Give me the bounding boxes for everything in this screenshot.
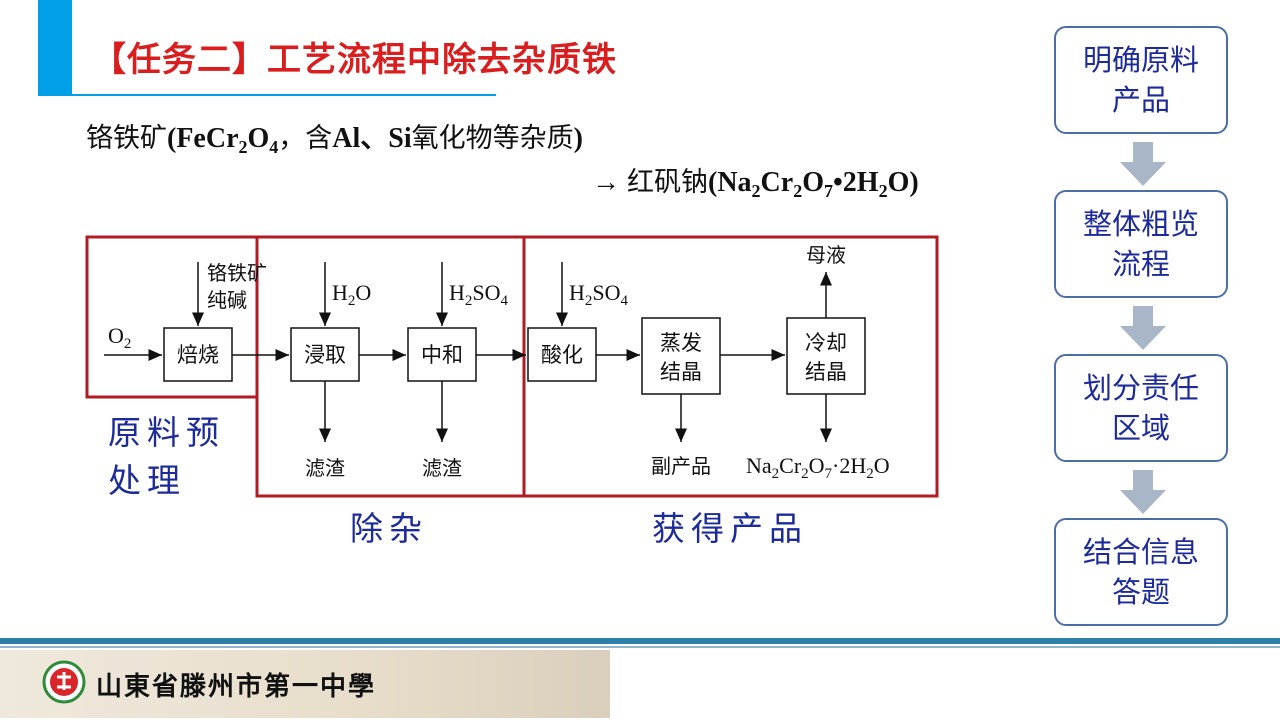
cool-label-1: 冷却 bbox=[805, 331, 847, 355]
acidify-label: 酸化 bbox=[541, 343, 583, 367]
sulfuric-acid-label-1: H2SO4 bbox=[449, 280, 509, 309]
evaporate-label-1: 蒸发 bbox=[660, 331, 702, 355]
box-evaporate bbox=[641, 317, 721, 395]
reactant-name: 铬铁矿 bbox=[86, 123, 167, 154]
step-2: 整体粗览流程 bbox=[1054, 190, 1228, 298]
reaction-line-2: → 红矾钠(Na2Cr2O7•2H2O) bbox=[592, 167, 919, 201]
footer-rule bbox=[0, 638, 1280, 644]
box-cool bbox=[786, 317, 866, 395]
title-accent-bar bbox=[38, 0, 72, 95]
zone-label-purify: 除杂 bbox=[350, 509, 428, 548]
slide-title: 【任务二】工艺流程中除去杂质铁 bbox=[92, 40, 617, 80]
step-1: 明确原料产品 bbox=[1054, 26, 1228, 134]
reaction-line-1: 铬铁矿(FeCr2O4，含Al、Si氧化物等杂质) bbox=[86, 123, 583, 157]
box-roast bbox=[163, 327, 233, 382]
oxygen-label: O2 bbox=[108, 323, 131, 352]
product-name: 红矾钠 bbox=[627, 167, 708, 198]
footer-banner bbox=[0, 650, 610, 718]
down-arrow-icon bbox=[1120, 470, 1166, 514]
zone-label-obtain: 获得产品 bbox=[652, 509, 808, 548]
residue-label-1: 滤渣 bbox=[305, 456, 345, 480]
neutralize-label: 中和 bbox=[421, 343, 463, 367]
school-logo-icon bbox=[42, 660, 86, 704]
ore-label: 铬铁矿 bbox=[207, 261, 267, 285]
school-name: 山東省滕州市第一中學 bbox=[96, 672, 377, 702]
zone-label-pretreat-2: 处理 bbox=[108, 461, 186, 500]
box-leach bbox=[290, 327, 360, 382]
title-underline bbox=[38, 94, 496, 96]
method-steps-panel: 明确原料产品 整体粗览流程 划分责任区域 结合信息答题 bbox=[1054, 26, 1232, 628]
byproduct-label: 副产品 bbox=[651, 454, 711, 478]
evaporate-label-2: 结晶 bbox=[660, 360, 702, 384]
down-arrow-icon bbox=[1120, 142, 1166, 186]
product-formula-label: Na2Cr2O7·2H2O bbox=[746, 453, 890, 482]
soda-label: 纯碱 bbox=[207, 288, 247, 312]
residue-label-2: 滤渣 bbox=[422, 456, 462, 480]
water-label: H2O bbox=[332, 280, 371, 309]
down-arrow-icon bbox=[1120, 306, 1166, 350]
cool-label-2: 结晶 bbox=[805, 360, 847, 384]
box-acidify bbox=[527, 327, 597, 382]
step-4: 结合信息答题 bbox=[1054, 518, 1228, 626]
footer-rule-thin bbox=[0, 646, 1280, 648]
process-flow-diagram: 焙烧 浸取 中和 酸化 蒸发 结晶 冷却 结晶 铬铁矿 纯碱 O2 H2O H2… bbox=[85, 235, 939, 548]
step-3: 划分责任区域 bbox=[1054, 354, 1228, 462]
mother-liquor-label: 母液 bbox=[806, 243, 846, 267]
zone-frame-obtain bbox=[522, 235, 939, 498]
leach-label: 浸取 bbox=[304, 343, 346, 367]
zone-label-pretreat-1: 原料预 bbox=[108, 413, 225, 452]
roast-label: 焙烧 bbox=[177, 343, 219, 367]
sulfuric-acid-label-2: H2SO4 bbox=[569, 280, 629, 309]
